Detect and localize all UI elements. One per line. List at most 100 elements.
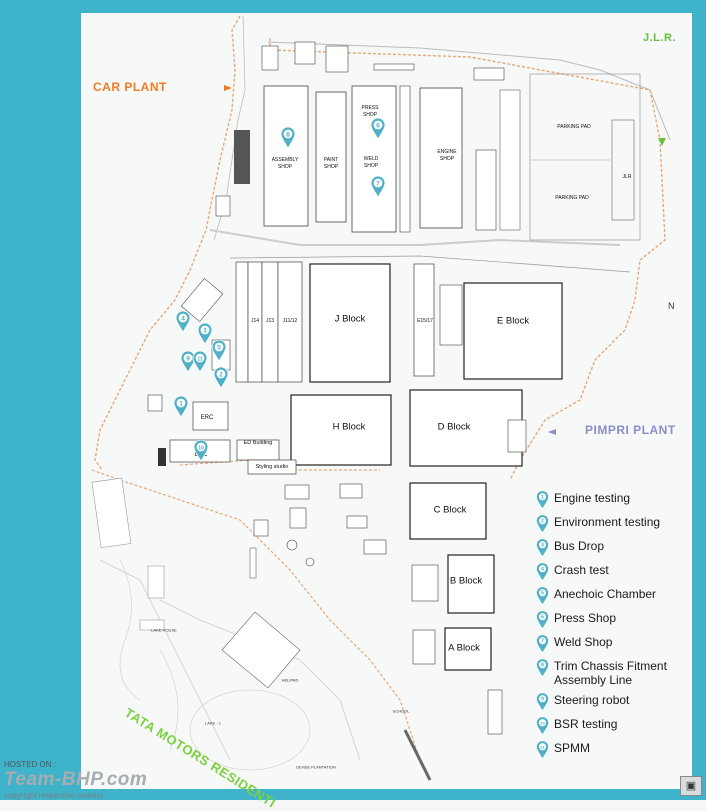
north-road xyxy=(267,41,671,141)
jlr-building-label: JLR xyxy=(622,174,632,180)
svg-text:6: 6 xyxy=(376,122,380,129)
school-label: SCHOOL xyxy=(392,708,410,714)
b-block-building xyxy=(447,554,495,614)
watermark: HOSTED ON : Team-BHP.com copyright respe… xyxy=(4,760,147,800)
assembly-shop-label: ASSEMBLY SHOP xyxy=(271,157,299,170)
legend-label: Crash test xyxy=(554,563,609,577)
helipad-label: HELIPAD xyxy=(281,677,299,683)
paint-shop-label: PAINT SHOP xyxy=(323,157,339,170)
legend-pin-icon: 7 xyxy=(536,635,550,653)
svg-text:11: 11 xyxy=(540,745,545,750)
map-pin-11[interactable]: 11 xyxy=(192,350,208,373)
map-pin-4[interactable]: 4 xyxy=(175,310,191,333)
central-road-edge xyxy=(229,255,631,273)
legend-label: Press Shop xyxy=(554,611,617,625)
svg-text:4: 4 xyxy=(541,567,544,573)
b-block-label: B Block xyxy=(449,575,483,587)
c-block-label: C Block xyxy=(433,504,467,516)
lake-outline xyxy=(189,689,311,771)
svg-text:10: 10 xyxy=(198,445,204,451)
svg-text:1: 1 xyxy=(179,400,183,407)
east-boundary xyxy=(509,89,666,481)
map-pin-2[interactable]: 2 xyxy=(213,366,229,389)
paint-shop-building xyxy=(315,91,347,223)
legend-label: Steering robot xyxy=(554,693,630,707)
legend-label: Weld Shop xyxy=(554,635,613,649)
map-pin-3[interactable]: 3 xyxy=(197,322,213,345)
parking-pad-2-label: PARKING PAD xyxy=(555,195,589,201)
parking-area xyxy=(529,73,641,241)
svg-text:7: 7 xyxy=(376,180,380,187)
press-shop-label: PRESS SHOP xyxy=(361,105,379,118)
map-pin-8[interactable]: 8 xyxy=(280,126,296,149)
legend-item: 7 Weld Shop xyxy=(536,635,696,653)
legend-label: Bus Drop xyxy=(554,539,605,553)
e1517-label: E15/17 xyxy=(417,318,433,324)
narrow-building xyxy=(399,85,411,233)
legend-pin-icon: 2 xyxy=(536,515,550,533)
map-pin-7[interactable]: 7 xyxy=(370,175,386,198)
j-block-building xyxy=(309,263,391,383)
svg-text:9: 9 xyxy=(186,355,190,362)
map-pin-5[interactable]: 5 xyxy=(211,339,227,362)
legend-item: 11 SPMM xyxy=(536,741,696,759)
plants-nursery xyxy=(221,611,301,689)
e1517-building xyxy=(413,263,435,377)
legend-item: 1 Engine testing xyxy=(536,491,696,509)
svg-text:2: 2 xyxy=(541,519,544,525)
jlr-building xyxy=(611,119,635,221)
map-pin-6[interactable]: 6 xyxy=(370,117,386,140)
svg-text:9: 9 xyxy=(541,697,544,703)
legend-item: 5 Anechoic Chamber xyxy=(536,587,696,605)
legend-pin-icon: 4 xyxy=(536,563,550,581)
residential-road-2 xyxy=(99,559,231,761)
erc-1-building xyxy=(192,401,229,431)
ed-building-label: ED Building xyxy=(243,440,273,446)
d-block-label: D Block xyxy=(437,421,471,433)
jlr-label: J.L.R. xyxy=(643,32,676,44)
west-boundary-road xyxy=(94,15,241,471)
h-block-building xyxy=(290,394,392,466)
legend-pin-icon: 6 xyxy=(536,611,550,629)
map-pin-9[interactable]: 9 xyxy=(180,350,196,373)
legend-item: 6 Press Shop xyxy=(536,611,696,629)
north-boundary xyxy=(269,38,651,91)
legend-label: BSR testing xyxy=(554,717,618,731)
school-road xyxy=(403,729,432,781)
svg-text:1: 1 xyxy=(541,495,544,501)
a-block-building xyxy=(444,627,492,671)
watermark-copyright: copyright respective owners xyxy=(4,791,104,800)
camera-icon[interactable]: ▣ xyxy=(680,776,702,796)
legend-label: Anechoic Chamber xyxy=(554,587,657,601)
dense-plantation-label: DENSE PLANTATION xyxy=(296,764,336,770)
svg-text:11: 11 xyxy=(197,356,203,362)
j13-label: J13 xyxy=(265,318,275,324)
svg-text:3: 3 xyxy=(203,327,207,334)
legend-pin-icon: 3 xyxy=(536,539,550,557)
map-pin-10[interactable]: 10 xyxy=(193,439,209,462)
legend-label: Engine testing xyxy=(554,491,631,505)
svg-text:8: 8 xyxy=(541,663,544,669)
h-block-label: H Block xyxy=(332,421,366,433)
map-pin-1[interactable]: 1 xyxy=(173,395,189,418)
e-block-label: E Block xyxy=(496,315,530,327)
compass-n: N xyxy=(668,301,675,311)
svg-text:5: 5 xyxy=(541,591,544,597)
svg-text:2: 2 xyxy=(219,371,223,378)
west-dark-building xyxy=(234,130,250,184)
car-plant-label: CAR PLANT xyxy=(93,80,167,94)
small-building-2 xyxy=(499,89,521,231)
lake-label: LAKE - 1 xyxy=(204,720,222,726)
legend-pin-icon: 8 xyxy=(536,659,550,677)
south-boundary xyxy=(91,469,421,761)
parking-pad-1-label: PARKING PAD xyxy=(557,124,591,130)
central-road xyxy=(209,229,621,246)
j1112-building xyxy=(277,261,303,383)
legend-label: SPMM xyxy=(554,741,590,755)
j1112-label: J11/12 xyxy=(282,318,298,324)
legend-pin-icon: 1 xyxy=(536,491,550,509)
svg-text:10: 10 xyxy=(540,721,545,726)
svg-text:6: 6 xyxy=(541,615,544,621)
